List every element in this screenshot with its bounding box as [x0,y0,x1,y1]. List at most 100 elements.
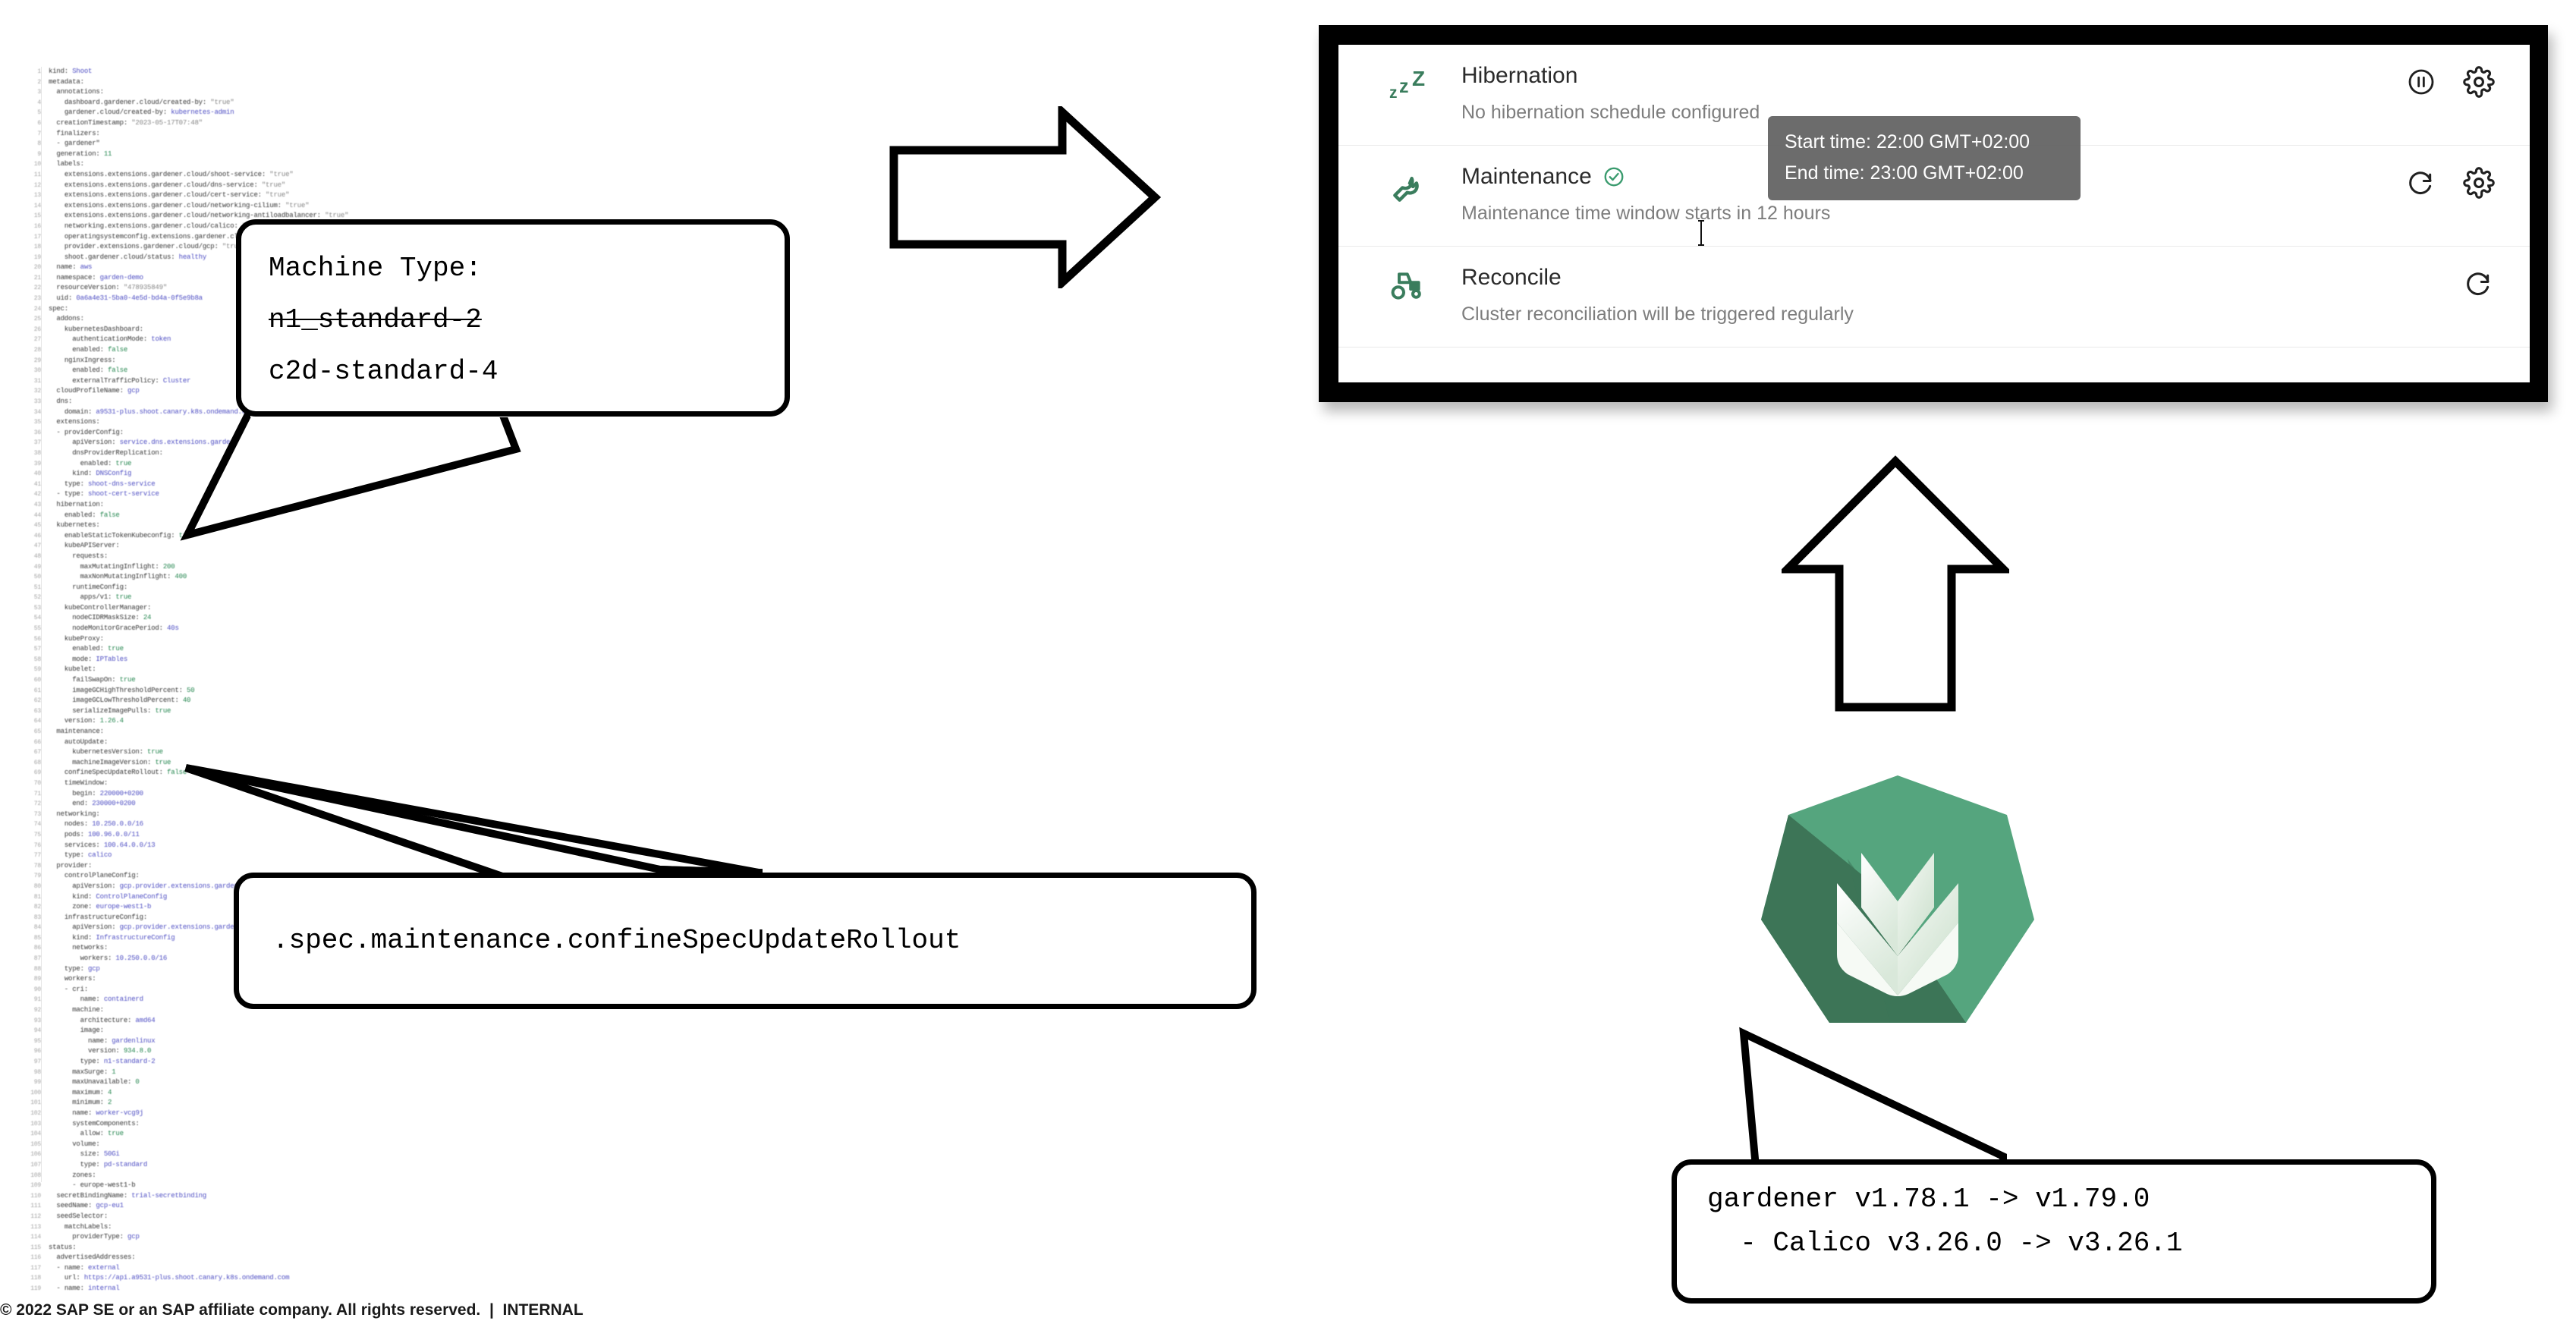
check-circle-icon [1603,165,1625,188]
code-line: 113 matchLabels: [21,1222,340,1233]
code-line: 91 name: containerd [21,995,340,1005]
code-line-text: confineSpecUpdateRollout: false [64,769,187,777]
code-line: 61 imageGCHighThresholdPercent: 50 [21,686,340,697]
code-line-number: 55 [33,625,41,633]
code-line-number: 1 [37,68,41,75]
code-line: 101 minimum: 2 [21,1098,340,1109]
code-line-text: shoot.gardener.cloud/status: healthy [64,253,207,261]
code-line-number: 107 [30,1161,41,1168]
code-line-text: kubernetes: [56,521,100,530]
code-line: 81 kind: ControlPlaneConfig [21,892,340,903]
code-line-number: 66 [33,738,41,746]
code-line-text: type: pd-standard [80,1160,148,1168]
code-line-number: 102 [30,1109,41,1117]
code-line-text: version: 1.26.4 [64,717,124,725]
code-line-number: 53 [33,604,41,612]
code-line-text: version: 934.8.0 [88,1047,152,1055]
code-line-number: 18 [33,244,41,251]
code-line: 45 kubernetes: [21,520,340,531]
card-row-reconcile[interactable]: Reconcile Cluster reconciliation will be… [1338,247,2530,348]
machine-type-title: Machine Type: [269,253,482,284]
refresh-icon[interactable] [2463,268,2495,300]
code-line-text: cloudProfileName: gcp [56,387,140,395]
code-line-number: 68 [33,759,41,766]
code-line-text: extensions.extensions.gardener.cloud/cer… [64,191,290,200]
code-line-text: maintenance: [56,728,104,735]
code-line-number: 109 [30,1182,41,1190]
code-line: 63 serializeImagePulls: true [21,706,340,717]
code-line-text: resourceVersion: "478935849" [56,284,168,292]
code-line: 44 enabled: false [21,511,340,521]
code-line-number: 15 [33,212,41,220]
code-line: 107 type: pd-standard [21,1160,340,1171]
code-line-text: failSwapOn: true [72,676,136,684]
code-line-text: advertisedAddresses: [56,1253,136,1262]
code-line-text: provider: [56,861,93,870]
code-line: 109 - europe-west1-b [21,1181,340,1191]
code-line-number: 31 [33,377,41,385]
code-line-text: type: shoot-dns-service [64,480,156,488]
code-line-number: 69 [33,769,41,777]
code-line-text: creationTimestamp: "2023-05-17T07:48" [56,118,203,127]
code-line-number: 37 [33,439,41,447]
row-title: Maintenance [1461,164,2405,189]
code-line: 36 - providerConfig: [21,428,340,439]
code-line-number: 62 [33,697,41,705]
hibernation-title: Hibernation [1461,63,1578,88]
code-line-text: dns: [56,398,73,405]
code-line-text: authenticationMode: token [72,335,171,344]
code-line-text: status: [49,1243,77,1251]
card-row-hibernation[interactable]: z z Z Hibernation No hibernation schedul… [1338,45,2530,146]
code-line: 52 apps/v1: true [21,593,340,603]
code-line-text: gardener.cloud/created-by: kubernetes-ad… [64,108,234,117]
gear-icon[interactable] [2463,66,2495,98]
code-line-text: maxSurge: 1 [72,1068,116,1076]
code-line: 110 secretBindingName: trial-secretbindi… [21,1191,340,1202]
code-line-number: 96 [33,1048,41,1055]
code-line-number: 61 [33,687,41,694]
code-line: 67 kubernetesVersion: true [21,747,340,758]
spec-path-text: .spec.maintenance.confineSpecUpdateRollo… [272,925,961,956]
code-line: 20 name: aws [21,263,340,273]
code-line-text: - name: external [49,1263,120,1272]
tooltip-end-time: End time: 23:00 GMT+02:00 [1785,162,2024,184]
code-line: 50 maxNonMutatingInflight: 400 [21,572,340,583]
code-line-number: 38 [33,449,41,457]
code-line: 84 apiVersion: gcp.provider.extensions.g… [21,923,340,933]
code-line: 64 version: 1.26.4 [21,716,340,727]
code-line-text: annotations: [56,88,104,96]
code-line: 30 enabled: false [21,366,340,376]
code-line-text: serializeImagePulls: true [72,706,171,715]
code-line-text: generation: 11 [56,149,112,158]
maintenance-time-tooltip: Start time: 22:00 GMT+02:00 End time: 23… [1768,116,2081,200]
maintenance-subtitle: Maintenance time window starts in 12 hou… [1461,203,1831,224]
svg-text:z: z [1389,84,1398,102]
code-line-number: 82 [33,904,41,911]
code-line-number: 78 [33,862,41,870]
code-line: 117 - name: external [21,1263,340,1274]
code-line-number: 58 [33,656,41,663]
code-line-number: 77 [33,852,41,860]
code-line-number: 43 [33,501,41,508]
code-line-text: providerType: gcp [72,1233,140,1241]
code-line-number: 24 [33,305,41,313]
code-line: 100 maximum: 4 [21,1088,340,1099]
code-line-number: 25 [33,316,41,323]
hibernation-subtitle: No hibernation schedule configured [1461,102,1760,123]
code-line-number: 14 [33,202,41,209]
code-line-text: autoUpdate: [64,737,109,746]
refresh-icon[interactable] [2405,167,2437,199]
code-line: 102 name: worker-vcg9j [21,1109,340,1119]
code-line: 34 domain: a9531-plus.shoot.canary.k8s.o… [21,407,340,418]
code-line: 76 services: 100.64.0.0/13 [21,841,340,851]
code-line-text: size: 50Gi [80,1150,120,1159]
pause-circle-icon[interactable] [2405,66,2437,98]
card-row-maintenance[interactable]: Maintenance Maintenance time window star… [1338,146,2530,247]
gear-icon[interactable] [2463,167,2495,199]
code-line: 88 type: gcp [21,964,340,975]
code-line: 48 requests: [21,552,340,562]
code-line-number: 86 [33,945,41,952]
code-line-text: enabled: false [72,366,128,375]
